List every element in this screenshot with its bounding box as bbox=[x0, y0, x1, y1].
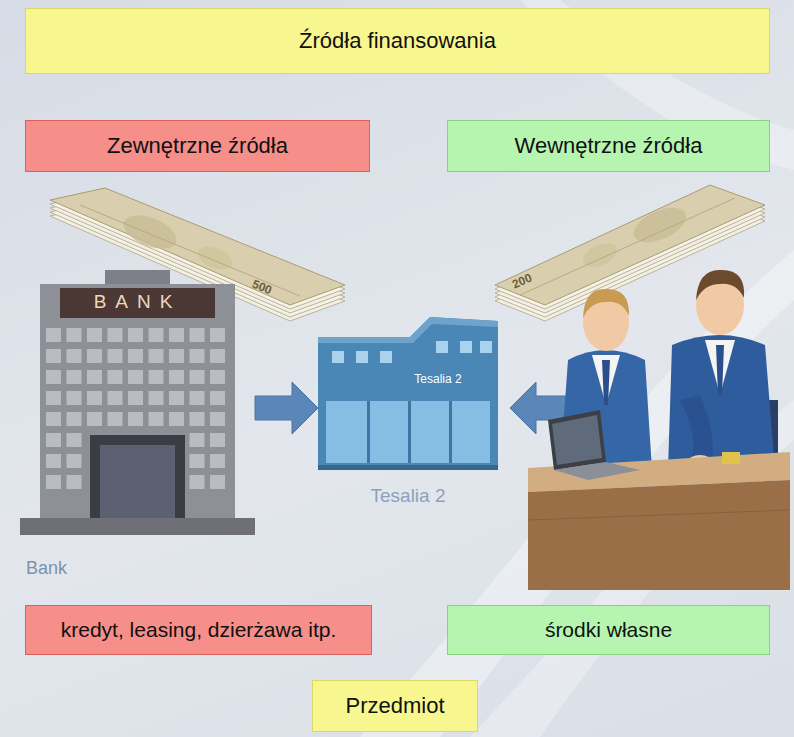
people-at-desk bbox=[528, 270, 790, 590]
box-text: środki własne bbox=[545, 618, 672, 642]
money-stack-left bbox=[50, 188, 345, 321]
external-sources-box: Zewnętrzne źródła bbox=[25, 120, 370, 172]
box-text: Źródła finansowania bbox=[299, 28, 496, 54]
block-arrow bbox=[255, 382, 318, 434]
bank-sign: BANK bbox=[60, 291, 215, 313]
title-band: Źródła finansowania bbox=[25, 8, 770, 74]
shop-label: Tesalia 2 bbox=[318, 485, 498, 507]
external-examples-box: kredyt, leasing, dzierżawa itp. bbox=[25, 605, 372, 655]
shop-building: Tesalia 2Tesalia 2 bbox=[318, 315, 498, 470]
box-text: kredyt, leasing, dzierżawa itp. bbox=[61, 618, 336, 642]
internal-sources-box: Wewnętrzne źródła bbox=[447, 120, 770, 172]
box-text: Przedmiot bbox=[345, 693, 444, 719]
bank-label: Bank bbox=[26, 558, 67, 579]
subject-box: Przedmiot bbox=[312, 680, 478, 732]
box-text: Wewnętrzne źródła bbox=[515, 133, 703, 159]
box-text: Zewnętrzne źródła bbox=[107, 133, 288, 159]
shop-sign: Tesalia 2 bbox=[388, 372, 488, 386]
own-funds-box: środki własne bbox=[447, 605, 770, 655]
shop-drawing bbox=[318, 315, 498, 470]
bank-building: BANKBank bbox=[20, 270, 255, 535]
